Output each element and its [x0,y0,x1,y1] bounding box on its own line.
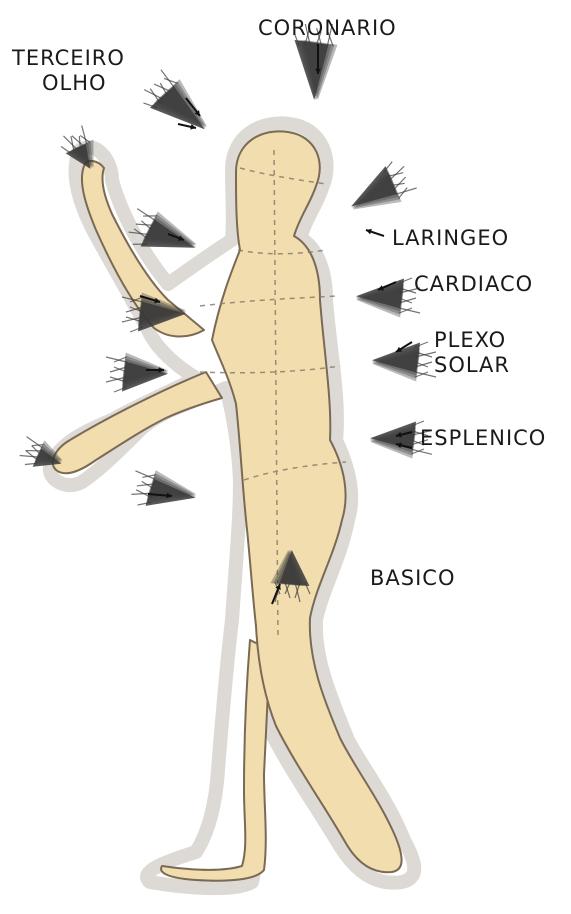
label-terceiro-olho-line2: OLHO [42,71,125,96]
chakra-vortex-icon [130,467,200,515]
chakra-vortex-icon [356,278,420,318]
chakra-vortex-icon [106,353,168,393]
label-basico: BASICO [370,568,456,589]
chakra-vortex-icon [137,66,219,144]
arrow-icon [178,124,196,130]
label-plexo-solar: PLEXO SOLAR [434,328,510,378]
label-plexo-solar-line2: SOLAR [434,353,510,378]
label-plexo-solar-line1: PLEXO [434,328,510,353]
label-coronario: CORONARIO [258,18,397,39]
label-laringeo: LARINGEO [392,228,509,249]
chakra-vortex-icon [342,158,419,225]
label-esplenico: ESPLENICO [420,428,546,449]
label-terceiro-olho: TERCEIRO OLHO [12,46,125,96]
arrow-icon [366,229,384,236]
label-terceiro-olho-line1: TERCEIRO [12,46,125,71]
label-cardiaco: CARDIACO [414,274,533,295]
